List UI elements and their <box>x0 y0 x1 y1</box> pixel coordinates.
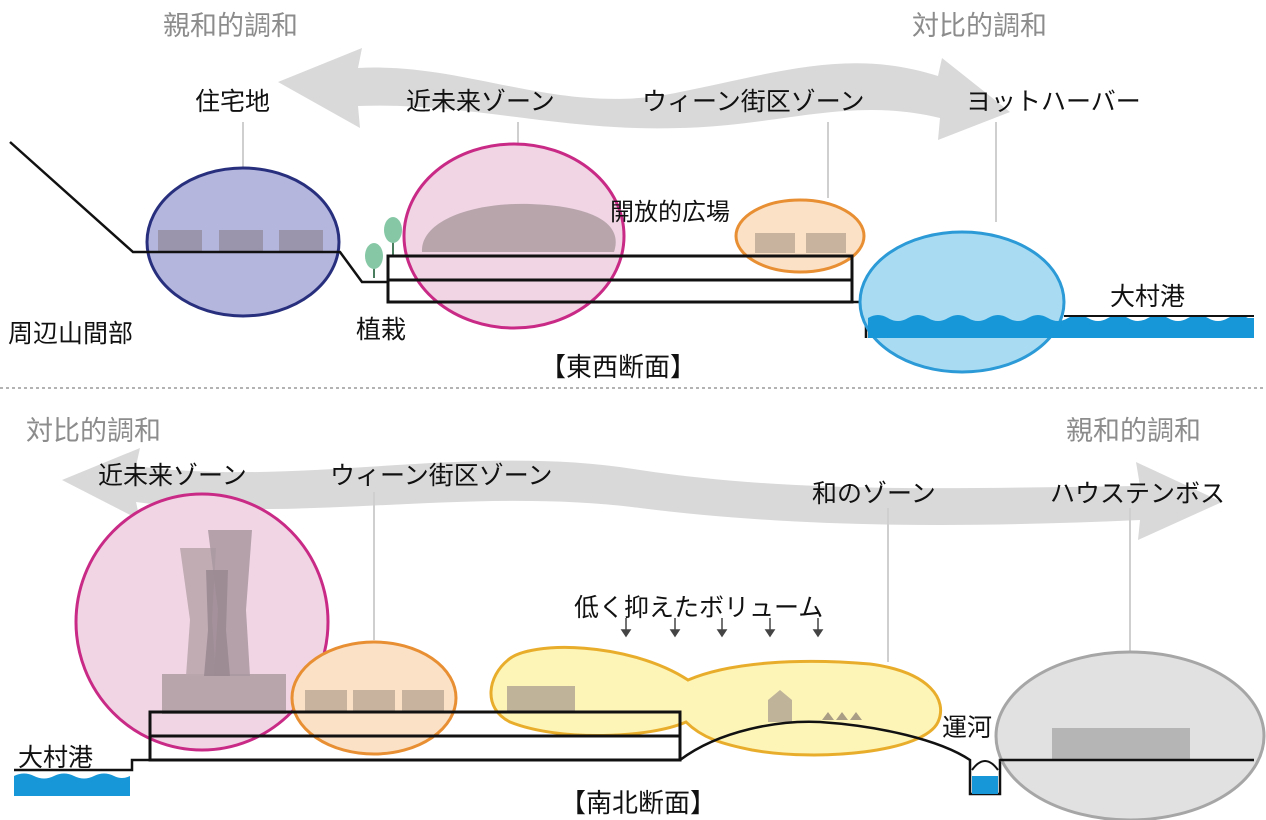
small-roof <box>822 712 862 720</box>
house-block <box>219 230 263 252</box>
house-block <box>305 690 347 712</box>
port-label: 大村港 <box>1110 282 1185 311</box>
harmony-right-label: 親和的調和 <box>1066 416 1201 447</box>
base-platform-lower <box>148 734 682 762</box>
vienna-zone-label: ウィーン街区ゾーン <box>642 87 865 116</box>
vienna-zone-label: ウィーン街区ゾーン <box>330 461 553 490</box>
house-block <box>279 230 323 252</box>
low-volume-arrows <box>620 618 824 638</box>
house-block <box>402 690 444 712</box>
harmony-left-label: 対比的調和 <box>26 416 161 447</box>
japanese-zone-shape <box>489 645 943 757</box>
north-south-ground-line <box>679 720 1254 796</box>
house-block <box>1052 728 1190 760</box>
east-west-section: 親和的調和 対比的調和 住宅地 近未来ゾーン ウィーン街区ゾーン ヨットハーバー… <box>8 11 1254 383</box>
plaza-label: 開放的広場 <box>610 198 730 226</box>
yacht-harbor-ellipse <box>858 230 1066 374</box>
house-block <box>755 233 795 253</box>
canal-label: 運河 <box>942 713 992 742</box>
harmony-left-label: 親和的調和 <box>163 11 298 42</box>
section-title: 【東西断面】 <box>540 353 696 383</box>
section-title: 【南北断面】 <box>560 789 716 819</box>
huis-ten-bosch-label: ハウステンボス <box>1050 479 1225 508</box>
east-west-water <box>868 315 1254 338</box>
house-block <box>768 690 792 722</box>
canal-bridge <box>971 760 999 771</box>
vienna-zone-ellipse <box>734 198 866 274</box>
planting-label: 植栽 <box>356 315 406 344</box>
tree-icon <box>384 217 402 243</box>
port-quay-line <box>14 758 150 772</box>
canal-water <box>972 776 998 794</box>
north-south-section: 対比的調和 親和的調和 近未来ゾーン ウィーン街区ゾーン 和のゾーン ハウステン… <box>14 416 1266 820</box>
yacht-harbor-label: ヨットハーバー <box>966 87 1141 116</box>
base-platform-lower <box>386 278 854 304</box>
residential-zone-label: 住宅地 <box>195 87 270 116</box>
east-west-harmony-arrow <box>278 48 1010 140</box>
house-block <box>353 690 395 712</box>
harmony-right-label: 対比的調和 <box>912 11 1047 42</box>
house-block <box>507 686 575 712</box>
future-building-mass <box>421 203 616 252</box>
future-zone-label: 近未来ゾーン <box>98 461 247 490</box>
north-south-harmony-arrow <box>62 448 1222 540</box>
port-water <box>14 773 130 796</box>
port-label: 大村港 <box>18 743 93 772</box>
low-volume-label: 低く抑えたボリューム <box>574 593 823 622</box>
house-block <box>806 233 846 253</box>
east-west-ground-line <box>9 141 388 284</box>
tower-building <box>204 570 230 676</box>
mountains-label: 周辺山間部 <box>8 319 133 348</box>
tower-podium <box>162 674 286 714</box>
future-zone-label: 近未来ゾーン <box>406 87 555 116</box>
japanese-zone-label: 和のゾーン <box>812 479 936 508</box>
house-block <box>158 230 202 252</box>
tree-icon <box>365 243 383 269</box>
